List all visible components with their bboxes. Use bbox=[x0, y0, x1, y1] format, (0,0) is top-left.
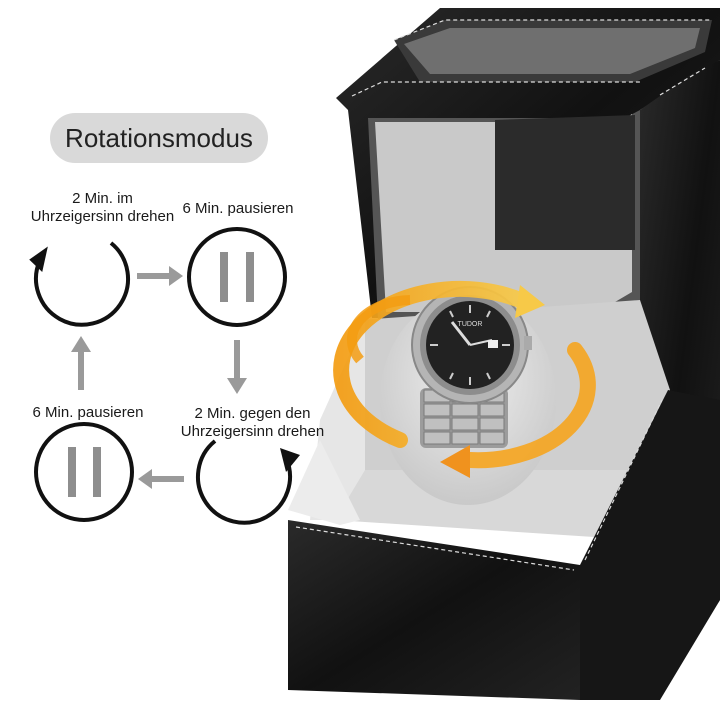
step-1-label: 2 Min. im Uhrzeigersinn drehen bbox=[30, 190, 175, 225]
rotation-mode-title: Rotationsmodus bbox=[50, 113, 268, 163]
step-2-label: 6 Min. pausieren bbox=[182, 200, 294, 217]
flow-arrows bbox=[71, 266, 247, 489]
rotation-arrows-icon bbox=[333, 280, 596, 478]
step-4-label: 6 Min. pausieren bbox=[32, 404, 144, 421]
pause-icon bbox=[34, 422, 134, 522]
arrow-left-icon bbox=[138, 469, 184, 489]
pause-icon bbox=[187, 227, 287, 327]
arrow-right-icon bbox=[137, 266, 183, 286]
box-front bbox=[288, 390, 720, 700]
counterclockwise-arrow-icon bbox=[196, 439, 300, 525]
arrow-down-icon bbox=[227, 340, 247, 394]
watch: TUDOR bbox=[411, 286, 532, 448]
watch-brand: TUDOR bbox=[458, 321, 483, 328]
box-lid bbox=[336, 8, 720, 320]
clockwise-arrow-icon bbox=[29, 241, 130, 327]
arrow-up-icon bbox=[71, 336, 91, 390]
step-3-label: 2 Min. gegen den Uhrzeigersinn drehen bbox=[180, 405, 325, 440]
